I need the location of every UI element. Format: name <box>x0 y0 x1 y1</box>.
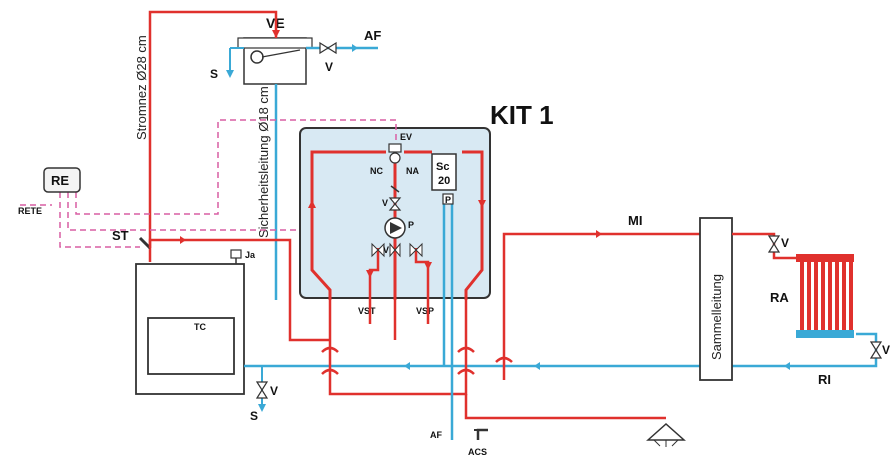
pump-label: P <box>408 220 414 230</box>
return-line-ri <box>244 332 878 370</box>
re-label: RE <box>51 173 69 188</box>
rete-label: RETE <box>18 206 42 216</box>
air-vent-icon <box>230 249 242 264</box>
float-valve-icon <box>250 50 264 64</box>
pipe-crossovers <box>321 346 513 375</box>
drain-valve-icon <box>255 381 269 399</box>
kit1-title: KIT 1 <box>490 100 554 130</box>
expansion-vessel <box>237 37 313 85</box>
na-label: NA <box>406 166 419 176</box>
control-lines <box>20 119 397 248</box>
sc-num-label: 20 <box>438 175 450 187</box>
sammelleitung-manifold <box>699 217 733 381</box>
st-label: ST <box>112 228 129 243</box>
radiator-valve-bottom-icon <box>869 341 883 359</box>
pump-icon <box>384 217 406 239</box>
p-box-label: P <box>445 195 451 205</box>
shower-icon <box>646 422 686 447</box>
s-top-label: S <box>210 67 218 81</box>
af-bottom-label: AF <box>430 430 442 440</box>
stromnez-label: Stromnez Ø28 cm <box>134 35 149 140</box>
kit-valve-icons <box>371 242 423 258</box>
vsp-label: VSP <box>416 306 434 316</box>
tc-label: TC <box>194 322 206 332</box>
heat-meter <box>431 153 457 205</box>
sammel-label: Sammelleitung <box>709 274 724 360</box>
v-right-bottom-label: V <box>882 343 890 357</box>
acs-outlet-icon <box>474 428 488 440</box>
mi-label: MI <box>628 213 642 228</box>
st-sensor-icon <box>138 236 152 250</box>
ev-valve-icon <box>388 143 402 164</box>
ev-label: EV <box>400 132 412 142</box>
v-bottom-label: V <box>270 384 278 398</box>
nc-label: NC <box>370 166 383 176</box>
pipes-below-kit <box>328 300 666 440</box>
ja-label: Ja <box>245 250 256 260</box>
af-top-label: AF <box>364 28 381 43</box>
s-bottom-label: S <box>250 409 258 423</box>
vst-label: VST <box>358 306 376 316</box>
boiler <box>135 263 245 395</box>
re-controller <box>43 167 81 193</box>
v-right-top-label: V <box>781 236 789 250</box>
flow-line-mi <box>502 230 700 380</box>
check-valve-icon <box>388 185 402 211</box>
v-kit1-label: V <box>382 198 388 208</box>
acs-label: ACS <box>468 447 487 457</box>
v-kit2-label: V <box>383 245 389 255</box>
radiator <box>796 254 854 338</box>
radiator-valve-top-icon <box>767 235 781 253</box>
v-top-label: V <box>325 60 333 74</box>
stromnez-riser <box>148 10 280 262</box>
sicherheit-label: Sicherheitsleitung Ø18 cm <box>256 86 271 238</box>
ri-label: RI <box>818 372 831 387</box>
ra-label: RA <box>770 290 789 305</box>
valve-icon <box>319 41 337 55</box>
sc-label: Sc <box>436 161 449 173</box>
